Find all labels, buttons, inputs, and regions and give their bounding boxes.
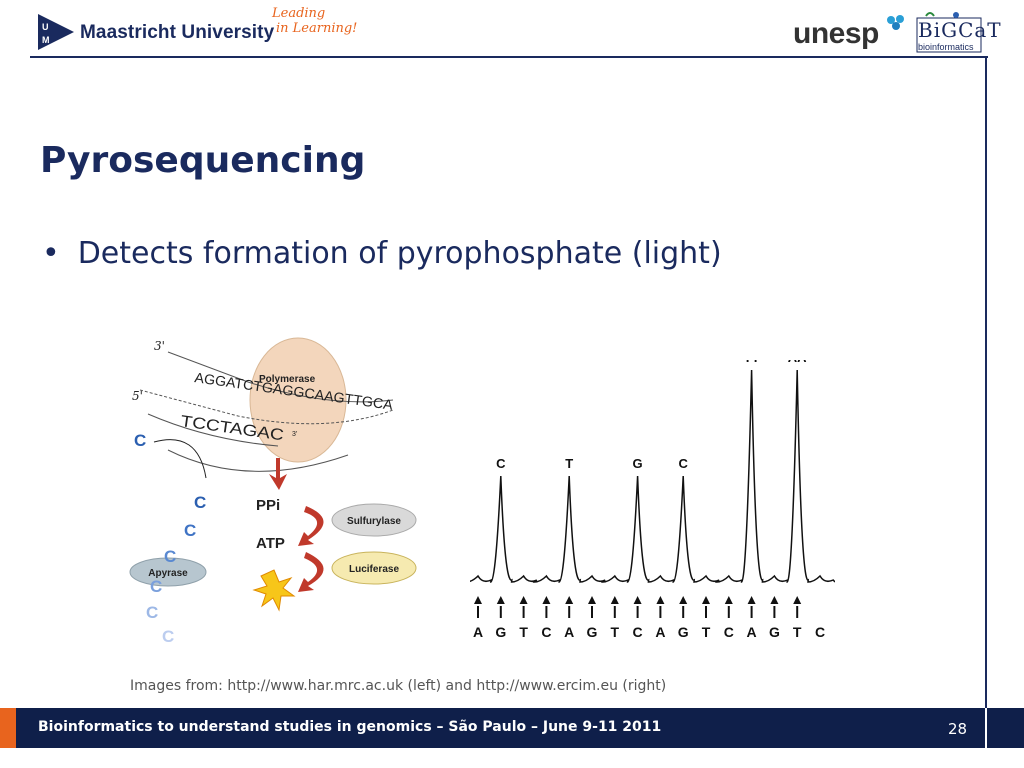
dispensed-base-3: C [541, 624, 551, 640]
svg-text:M: M [42, 35, 50, 45]
degraded-base-5: C [146, 603, 158, 622]
dispensed-base-10: T [702, 624, 711, 640]
university-tagline: Leading in Learning! [272, 6, 362, 36]
primer-three-prime: 3' [292, 431, 297, 438]
polymerase-label: Polymerase [259, 374, 316, 385]
dispensation-arrow-14 [793, 596, 802, 618]
luciferase-arrow [298, 552, 324, 592]
dispensed-base-14: T [793, 624, 802, 640]
dispensed-base-1: G [495, 624, 506, 640]
luciferase-label: Luciferase [349, 564, 399, 575]
dispensed-base-0: A [473, 624, 483, 640]
unesp-logo-text: unesp [793, 17, 879, 50]
light-flash-icon [252, 569, 296, 612]
dispensed-base-8: A [655, 624, 665, 640]
degraded-base-2: C [184, 521, 196, 540]
apyrase-label: Apyrase [148, 568, 188, 579]
peak-label-2: G [633, 456, 643, 471]
sulfurylase-enzyme [331, 503, 417, 537]
page-number: 28 [948, 720, 968, 738]
dispensed-base-15: C [815, 624, 825, 640]
dispensation-arrow-4 [565, 596, 574, 618]
polymerase-blob [249, 337, 347, 463]
university-name: Maastricht University [80, 22, 275, 43]
apyrase-enzyme [129, 557, 207, 587]
three-prime-label: 3' [154, 339, 165, 353]
atp-label: ATP [256, 535, 285, 552]
ppi-label: PPi [256, 497, 280, 514]
dispensed-base-6: T [611, 624, 620, 640]
sulfurylase-arrow [298, 506, 324, 546]
degraded-base-6: C [162, 627, 174, 646]
dispensation-arrow-9 [679, 596, 688, 618]
dispensation-arrow-12 [747, 596, 756, 618]
tagline-line-1: Leading [272, 6, 326, 21]
header-divider [30, 56, 988, 58]
dispensation-arrow-11 [724, 596, 733, 618]
template-strand-line-2 [139, 389, 394, 425]
bullet-marker: • [42, 236, 60, 271]
incoming-base: C [134, 431, 146, 450]
luciferase-enzyme [331, 551, 417, 585]
dispensation-arrow-8 [656, 596, 665, 618]
dispensation-arrow-13 [770, 596, 779, 618]
pyrogram-trace [470, 369, 835, 583]
bigcat-logo-subtitle: bioinformatics [918, 42, 974, 52]
dispensation-arrow-2 [519, 596, 528, 618]
dispensed-base-12: A [747, 624, 757, 640]
bigcat-logo-icon [916, 12, 982, 53]
ppi-release-arrow [269, 458, 287, 490]
incoming-path [153, 439, 207, 479]
dispensation-arrow-3 [542, 596, 551, 618]
dispensed-base-7: C [633, 624, 643, 640]
degraded-base-4: C [150, 577, 162, 596]
footer-text: Bioinformatics to understand studies in … [38, 719, 662, 735]
template-strand-line [167, 351, 394, 403]
dispensation-arrow-10 [702, 596, 710, 618]
dispensed-base-13: G [769, 624, 780, 640]
tagline-line-2: in Learning! [276, 21, 358, 36]
degraded-base-1: C [194, 493, 206, 512]
maastricht-logo-icon: U M [38, 14, 74, 50]
primer-strand-line [147, 413, 279, 447]
peak-label-3: C [679, 456, 689, 471]
dispensation-arrow-7 [633, 596, 642, 618]
footer-separator [985, 708, 987, 748]
dispensation-arrow-0 [474, 596, 482, 618]
dispensed-base-2: T [519, 624, 528, 640]
unesp-logo-icon [887, 15, 904, 30]
five-prime-label: 5' [132, 389, 143, 403]
pyrosequencing-reaction-diagram: Polymerase 3' 5' AGGATCTGAGGCAAGTTGCA TC… [129, 337, 417, 646]
slide-header: U M Maastricht University Leading in Lea… [0, 0, 1024, 58]
dispensed-base-9: G [678, 624, 689, 640]
peak-label-1: T [565, 456, 573, 471]
slide-title: Pyrosequencing [40, 140, 366, 181]
bullet-item: • Detects formation of pyrophosphate (li… [42, 236, 722, 271]
dispensed-base-5: G [587, 624, 598, 640]
degraded-base-3: C [164, 547, 176, 566]
sulfurylase-label: Sulfurylase [347, 516, 401, 527]
footer-accent-bar [0, 708, 16, 748]
dispensation-arrow-1 [496, 596, 505, 618]
image-credit: Images from: http://www.har.mrc.ac.uk (l… [130, 678, 667, 694]
dispensed-base-4: A [564, 624, 574, 640]
peak-label-0: C [496, 456, 506, 471]
svg-text:U: U [42, 22, 49, 32]
bigcat-logo-text: BiGCaT [918, 18, 1002, 42]
peak-label-4: TT [744, 360, 760, 365]
right-margin-line [985, 56, 987, 748]
dispensation-arrow-5 [588, 596, 596, 618]
strand-tail [167, 449, 349, 472]
peak-label-5: AA [788, 360, 807, 365]
slide-footer: Bioinformatics to understand studies in … [0, 708, 1024, 748]
dispensation-arrow-6 [610, 596, 619, 618]
dispensed-base-11: C [724, 624, 734, 640]
bullet-text: Detects formation of pyrophosphate (ligh… [77, 236, 722, 271]
